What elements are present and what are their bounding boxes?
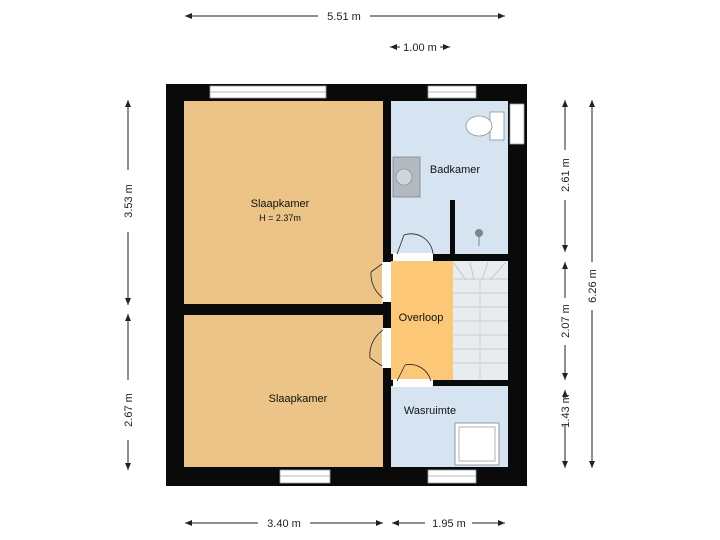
room-label-slaapkamer-bottom: Slaapkamer bbox=[269, 393, 328, 405]
window-right-bath bbox=[509, 103, 525, 145]
dim-right-top-height: 2.61 m bbox=[560, 158, 572, 192]
bathroom-partition-wall bbox=[450, 200, 455, 254]
shower-drain-icon bbox=[475, 229, 483, 246]
window-bottom-right bbox=[427, 469, 477, 484]
dim-stair-width: 1.00 m bbox=[403, 42, 437, 54]
dim-total-width: 5.51 m bbox=[327, 11, 361, 23]
room-slaapkamer-top bbox=[184, 101, 383, 304]
washing-machine-icon bbox=[454, 422, 500, 466]
room-height-note: H = 2.37m bbox=[259, 213, 301, 223]
room-label-slaapkamer-top: Slaapkamer bbox=[251, 198, 310, 210]
doors bbox=[369, 233, 434, 387]
room-overloop bbox=[391, 261, 453, 380]
dim-right-width: 1.95 m bbox=[432, 518, 466, 530]
dim-left-upper-height: 3.53 m bbox=[123, 184, 135, 218]
dim-left-lower-height: 2.67 m bbox=[123, 393, 135, 427]
dim-right-mid-height: 2.07 m bbox=[560, 304, 572, 338]
windows bbox=[209, 85, 525, 484]
room-label-badkamer: Badkamer bbox=[430, 164, 480, 176]
dim-right-bottom-height: 1.43 m bbox=[560, 394, 572, 428]
room-label-wasruimte: Wasruimte bbox=[404, 405, 456, 417]
fixtures bbox=[392, 111, 505, 466]
dimension-lines bbox=[125, 13, 595, 526]
dim-total-height: 6.26 m bbox=[587, 269, 599, 303]
sink-icon bbox=[392, 156, 421, 198]
dim-left-width: 3.40 m bbox=[267, 518, 301, 530]
window-bottom-left bbox=[279, 469, 331, 484]
room-label-overloop: Overloop bbox=[399, 312, 444, 324]
room-slaapkamer-bottom bbox=[184, 315, 383, 467]
toilet-icon bbox=[465, 111, 505, 141]
staircase bbox=[452, 261, 508, 380]
